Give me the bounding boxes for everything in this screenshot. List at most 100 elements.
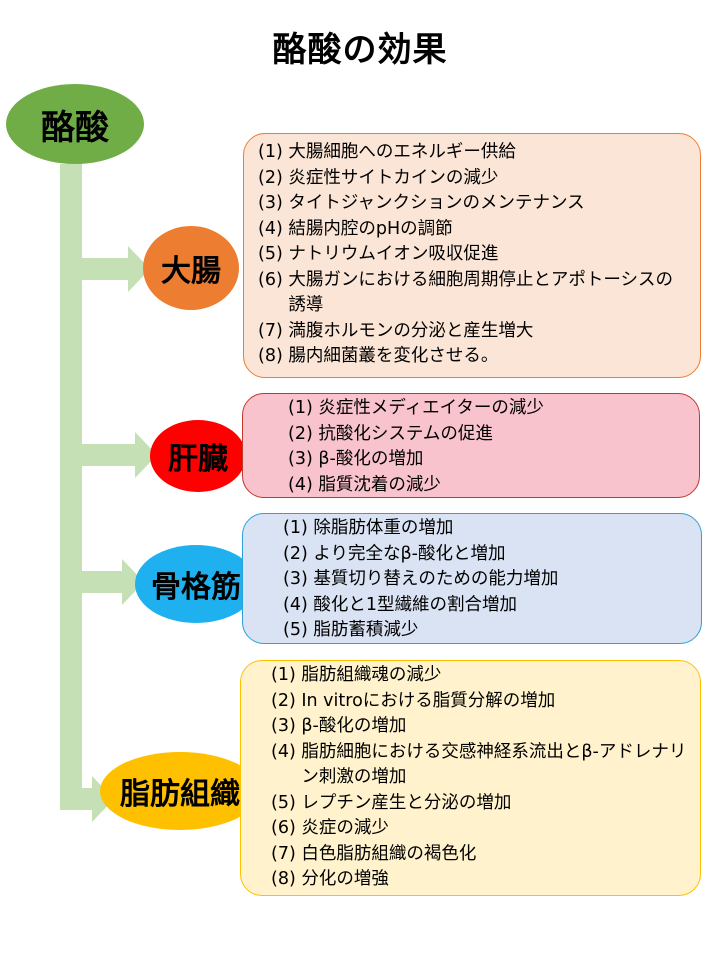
item-number: (6) bbox=[271, 818, 302, 838]
list-item: (2) より完全なβ-酸化と増加 bbox=[283, 542, 691, 568]
item-text: 基質切り替えのための能力増加 bbox=[313, 569, 559, 589]
item-text: 脂肪組織魂の減少 bbox=[301, 665, 442, 685]
list-item: (8) 腸内細菌叢を変化させる。 bbox=[258, 344, 686, 370]
effects-box-adipose-tissue: (1) 脂肪組織魂の減少 (2) In vitroにおける脂質分解の増加 (3)… bbox=[240, 660, 701, 896]
effects-box-liver: (1) 炎症性メディエイターの減少 (2) 抗酸化システムの促進 (3) β-酸… bbox=[242, 393, 700, 498]
list-item: (3) 基質切り替えのための能力増加 bbox=[283, 567, 691, 593]
item-number: (2) bbox=[283, 543, 314, 564]
item-number: (1) bbox=[271, 665, 302, 685]
item-text: 満腹ホルモンの分泌と産生増大 bbox=[288, 320, 534, 341]
item-number: (4) bbox=[283, 594, 314, 615]
item-number: (3) bbox=[288, 449, 319, 469]
item-text: 脂質沈着の減少 bbox=[318, 474, 441, 495]
list-item: (2) In vitroにおける脂質分解の増加 bbox=[271, 689, 690, 715]
effects-list: (1) 炎症性メディエイターの減少 (2) 抗酸化システムの促進 (3) β-酸… bbox=[288, 396, 689, 498]
item-text: 炎症性サイトカインの減少 bbox=[288, 167, 499, 188]
branch-shaft-kokaku bbox=[82, 571, 124, 593]
list-item: (4) 脂質沈着の減少 bbox=[288, 473, 689, 499]
root-node-butyrate: 酪酸 bbox=[6, 84, 144, 164]
item-number: (7) bbox=[258, 320, 289, 341]
item-number: (5) bbox=[271, 792, 302, 813]
item-number: (2) bbox=[271, 690, 302, 711]
category-node-liver: 肝臓 bbox=[150, 420, 246, 492]
effects-list: (1) 除脂肪体重の増加 (2) より完全なβ-酸化と増加 (3) 基質切り替え… bbox=[283, 516, 691, 644]
item-text: 除脂肪体重の増加 bbox=[313, 518, 454, 538]
list-item: (3) β-酸化の増加 bbox=[288, 447, 689, 473]
effects-box-large-intestine: (1) 大腸細胞へのエネルギー供給 (2) 炎症性サイトカインの減少 (3) タ… bbox=[243, 133, 701, 378]
list-item: (7) 白色脂肪組織の褐色化 bbox=[271, 842, 690, 868]
item-text: 腸内細菌叢を変化させる。 bbox=[288, 346, 499, 366]
branch-arrowhead-kanzo bbox=[135, 432, 157, 478]
item-text: 大腸細胞へのエネルギー供給 bbox=[288, 142, 516, 162]
list-item: (3) タイトジャンクションのメンテナンス bbox=[258, 191, 686, 217]
item-number: (5) bbox=[258, 244, 289, 264]
root-node-label: 酪酸 bbox=[41, 107, 109, 148]
item-number: (7) bbox=[271, 843, 302, 864]
item-number: (4) bbox=[258, 218, 289, 239]
item-number: (1) bbox=[258, 142, 289, 162]
list-item: (2) 炎症性サイトカインの減少 bbox=[258, 166, 686, 192]
item-number: (6) bbox=[258, 269, 289, 290]
category-label: 大腸 bbox=[161, 254, 221, 289]
item-number: (2) bbox=[258, 167, 289, 188]
item-text: β-酸化の増加 bbox=[301, 716, 407, 736]
list-item: (1) 脂肪組織魂の減少 bbox=[271, 663, 690, 689]
list-item: (1) 炎症性メディエイターの減少 bbox=[288, 396, 689, 422]
list-item: (5) ナトリウムイオン吸収促進 bbox=[258, 242, 686, 268]
item-text: タイトジャンクションのメンテナンス bbox=[288, 193, 585, 213]
branch-shaft-kanzo bbox=[82, 444, 137, 466]
item-text: より完全なβ-酸化と増加 bbox=[313, 543, 506, 564]
branch-arrowhead-daicho bbox=[128, 246, 150, 292]
list-item: (7) 満腹ホルモンの分泌と産生増大 bbox=[258, 319, 686, 345]
list-item: (4) 脂肪細胞における交感神経系流出とβ-アドレナリン刺激の増加 bbox=[271, 740, 690, 791]
item-text: 炎症性メディエイターの減少 bbox=[318, 398, 544, 418]
item-number: (1) bbox=[283, 518, 314, 538]
category-node-adipose-tissue: 脂肪組織 bbox=[100, 752, 260, 830]
effects-list: (1) 大腸細胞へのエネルギー供給 (2) 炎症性サイトカインの減少 (3) タ… bbox=[258, 140, 686, 370]
diagram-title: 酪酸の効果 bbox=[272, 30, 448, 70]
item-number: (8) bbox=[271, 869, 302, 889]
item-text: 酸化と1型繊維の割合増加 bbox=[313, 594, 517, 615]
branch-shaft-shibo bbox=[60, 788, 94, 810]
category-node-large-intestine: 大腸 bbox=[143, 226, 239, 310]
item-text: β-酸化の増加 bbox=[318, 449, 424, 469]
item-number: (4) bbox=[288, 474, 319, 495]
list-item: (5) 脂肪蓄積減少 bbox=[283, 618, 691, 644]
branch-shaft-daicho bbox=[82, 258, 130, 280]
item-text: 結腸内腔のpHの調節 bbox=[288, 218, 453, 239]
item-text: 分化の増強 bbox=[301, 869, 389, 889]
item-text: 脂肪蓄積減少 bbox=[313, 620, 419, 640]
list-item: (1) 大腸細胞へのエネルギー供給 bbox=[258, 140, 686, 166]
item-number: (3) bbox=[283, 569, 314, 589]
list-item: (1) 除脂肪体重の増加 bbox=[283, 516, 691, 542]
list-item: (6) 炎症の減少 bbox=[271, 816, 690, 842]
effects-list: (1) 脂肪組織魂の減少 (2) In vitroにおける脂質分解の増加 (3)… bbox=[271, 663, 690, 893]
item-number: (3) bbox=[271, 716, 302, 736]
category-label: 骨格筋 bbox=[151, 570, 241, 605]
item-text: 炎症の減少 bbox=[301, 818, 389, 838]
list-item: (3) β-酸化の増加 bbox=[271, 714, 690, 740]
category-label: 肝臓 bbox=[168, 442, 228, 477]
item-number: (4) bbox=[271, 741, 302, 762]
category-label: 脂肪組織 bbox=[120, 777, 240, 812]
item-text: 白色脂肪組織の褐色化 bbox=[301, 843, 477, 864]
category-node-skeletal-muscle: 骨格筋 bbox=[135, 545, 257, 623]
item-number: (2) bbox=[288, 423, 319, 444]
list-item: (2) 抗酸化システムの促進 bbox=[288, 422, 689, 448]
trunk-line bbox=[60, 164, 82, 810]
item-text: 脂肪細胞における交感神経系流出とβ-アドレナリン刺激の増加 bbox=[301, 741, 687, 788]
list-item: (4) 酸化と1型繊維の割合増加 bbox=[283, 593, 691, 619]
item-number: (5) bbox=[283, 620, 314, 640]
item-text: In vitroにおける脂質分解の増加 bbox=[301, 690, 556, 711]
branch-arrowhead-kokaku bbox=[122, 559, 144, 605]
list-item: (6) 大腸ガンにおける細胞周期停止とアポトーシスの誘導 bbox=[258, 268, 686, 319]
item-number: (1) bbox=[288, 398, 319, 418]
item-text: ナトリウムイオン吸収促進 bbox=[288, 244, 499, 264]
list-item: (5) レプチン産生と分泌の増加 bbox=[271, 791, 690, 817]
item-number: (3) bbox=[258, 193, 289, 213]
item-text: 大腸ガンにおける細胞周期停止とアポトーシスの誘導 bbox=[288, 269, 674, 316]
item-text: 抗酸化システムの促進 bbox=[318, 423, 493, 444]
item-text: レプチン産生と分泌の増加 bbox=[301, 792, 512, 813]
effects-box-skeletal-muscle: (1) 除脂肪体重の増加 (2) より完全なβ-酸化と増加 (3) 基質切り替え… bbox=[242, 513, 702, 644]
